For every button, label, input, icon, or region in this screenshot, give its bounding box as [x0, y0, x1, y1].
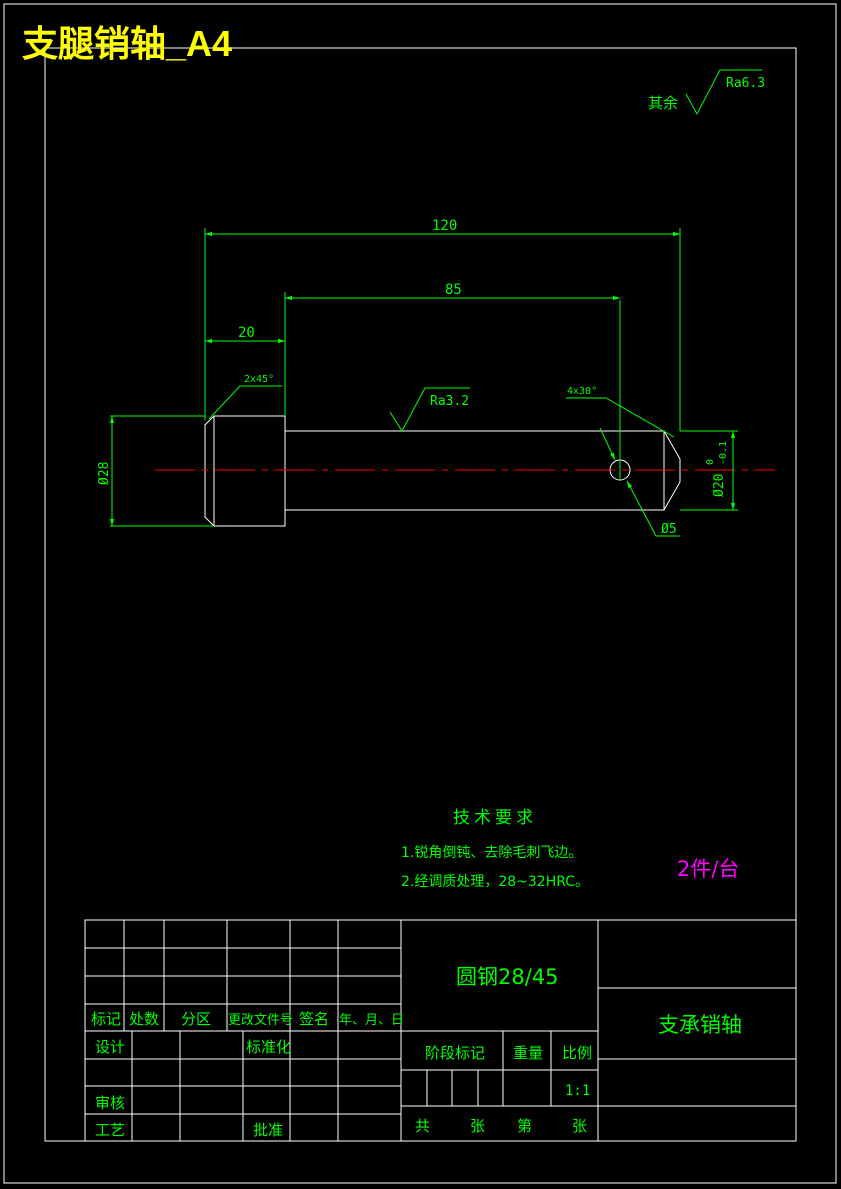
svg-text:签名: 签名 — [299, 1010, 329, 1028]
svg-text:阶段标记: 阶段标记 — [425, 1044, 485, 1062]
svg-text:共: 共 — [415, 1117, 430, 1135]
outer-frame — [3, 3, 837, 1184]
dim-shaft-diameter: Ø20 0 -0.1 — [705, 431, 736, 510]
roughness-general-value: Ra6.3 — [726, 76, 765, 91]
svg-text:标记: 标记 — [91, 1010, 121, 1028]
roughness-general-prefix: 其余 — [648, 94, 678, 112]
dim-shaft-length: 85 — [285, 282, 620, 301]
svg-text:标准化: 标准化 — [246, 1038, 291, 1056]
svg-text:批准: 批准 — [253, 1121, 283, 1139]
svg-text:比例: 比例 — [562, 1044, 592, 1062]
material-label: 圆钢28/45 — [456, 965, 559, 989]
svg-text:20: 20 — [238, 325, 255, 341]
title-block: 标记 处数 分区 更改文件号 签名 年、月、日 设计 标准化 审核 工艺 批准 … — [84, 919, 797, 1142]
leader-end-chamfer: 4x30° — [566, 386, 675, 438]
part-outline — [204, 415, 681, 527]
general-roughness-symbol: 其余 Ra6.3 — [648, 69, 765, 116]
svg-text:年、月、日: 年、月、日 — [339, 1013, 404, 1028]
svg-text:-0.1: -0.1 — [718, 441, 729, 465]
svg-text:Ø20: Ø20 — [712, 474, 727, 497]
tech-requirements-heading: 技术要求 — [453, 808, 537, 828]
leader-head-chamfer: 2x45° — [208, 374, 282, 420]
tech-requirements: 技术要求 1.锐角倒钝、去除毛刺飞边。 2.经调质处理，28~32HRC。 — [401, 808, 589, 890]
svg-text:4x30°: 4x30° — [567, 386, 597, 397]
svg-text:Ø28: Ø28 — [97, 462, 112, 485]
leader-hole-diameter: Ø5 — [599, 427, 680, 537]
tech-requirement-item: 2.经调质处理，28~32HRC。 — [401, 874, 589, 890]
drawing-title: 支腿销轴_A4 — [22, 23, 232, 64]
inner-frame — [44, 47, 797, 1142]
svg-text:Ø5: Ø5 — [661, 522, 677, 537]
svg-text:设计: 设计 — [95, 1038, 125, 1056]
svg-text:更改文件号: 更改文件号 — [228, 1013, 293, 1028]
dim-head-diameter: Ø28 — [97, 416, 115, 526]
part-name: 支承销轴 — [658, 1013, 742, 1037]
svg-text:张: 张 — [572, 1117, 587, 1135]
surface-roughness-symbol: Ra3.2 — [389, 387, 470, 432]
svg-text:Ra3.2: Ra3.2 — [430, 394, 469, 409]
extension-lines — [110, 228, 738, 527]
svg-text:重量: 重量 — [513, 1044, 543, 1062]
dim-head-length: 20 — [205, 325, 285, 344]
svg-text:85: 85 — [445, 282, 462, 298]
svg-text:审核: 审核 — [95, 1094, 125, 1112]
tech-requirement-item: 1.锐角倒钝、去除毛刺飞边。 — [401, 845, 582, 861]
svg-text:0: 0 — [705, 459, 716, 465]
dim-overall-length: 120 — [205, 218, 680, 237]
quantity-note: 2件/台 — [677, 857, 739, 881]
svg-text:张: 张 — [470, 1117, 485, 1135]
svg-text:2x45°: 2x45° — [244, 374, 274, 385]
svg-text:第: 第 — [517, 1117, 532, 1135]
svg-text:工艺: 工艺 — [95, 1121, 125, 1139]
svg-text:120: 120 — [432, 218, 457, 234]
scale-value: 1:1 — [565, 1083, 590, 1099]
svg-text:处数: 处数 — [129, 1010, 159, 1028]
svg-text:分区: 分区 — [181, 1010, 211, 1028]
